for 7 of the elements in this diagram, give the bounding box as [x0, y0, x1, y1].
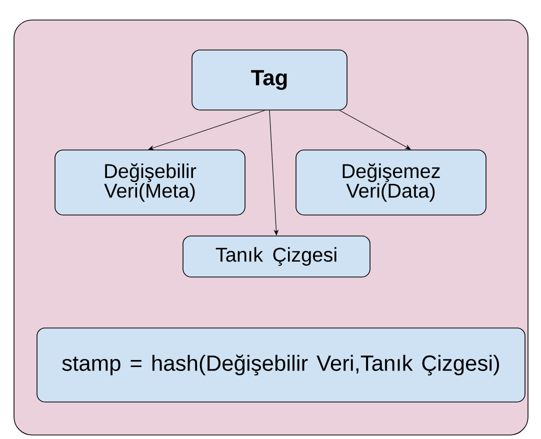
process-box: Tag: [192, 50, 348, 110]
process-box: stamp = hash(Değişebilir Veri,Tanık Çizgesi): [36, 328, 526, 402]
arrow: [339, 110, 411, 150]
process-box: Tanık Çizgesi: [182, 236, 370, 278]
process-box: Değişemez Veri(Data): [296, 150, 486, 216]
process-box: Değişebilir Veri(Meta): [54, 150, 246, 216]
arrow: [148, 110, 266, 150]
